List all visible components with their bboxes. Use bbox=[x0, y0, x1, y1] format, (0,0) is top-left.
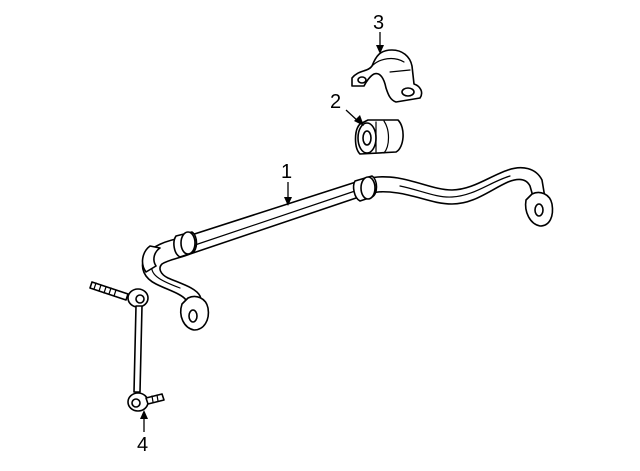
callout-label-stabilizer-bar: 1 bbox=[281, 161, 292, 183]
bushing[interactable] bbox=[354, 119, 404, 155]
callout-leader-4 bbox=[140, 410, 148, 432]
bar-end-eyelet-right bbox=[524, 191, 554, 227]
stabilizer-bar[interactable] bbox=[141, 166, 554, 331]
stabilizer-link[interactable] bbox=[89, 281, 165, 412]
callout-label-link: 4 bbox=[137, 434, 148, 456]
bar-bushing-ring-right bbox=[352, 175, 378, 202]
bracket[interactable] bbox=[351, 49, 423, 103]
callout-leader-2 bbox=[345, 109, 364, 126]
bar-end-eyelet-left bbox=[179, 295, 210, 331]
callout-label-bushing: 2 bbox=[330, 91, 341, 113]
callout-leader-1 bbox=[284, 182, 292, 206]
callout-leader-3 bbox=[376, 32, 384, 54]
callout-label-bracket: 3 bbox=[373, 12, 384, 34]
bar-bushing-ring-left bbox=[173, 231, 198, 258]
